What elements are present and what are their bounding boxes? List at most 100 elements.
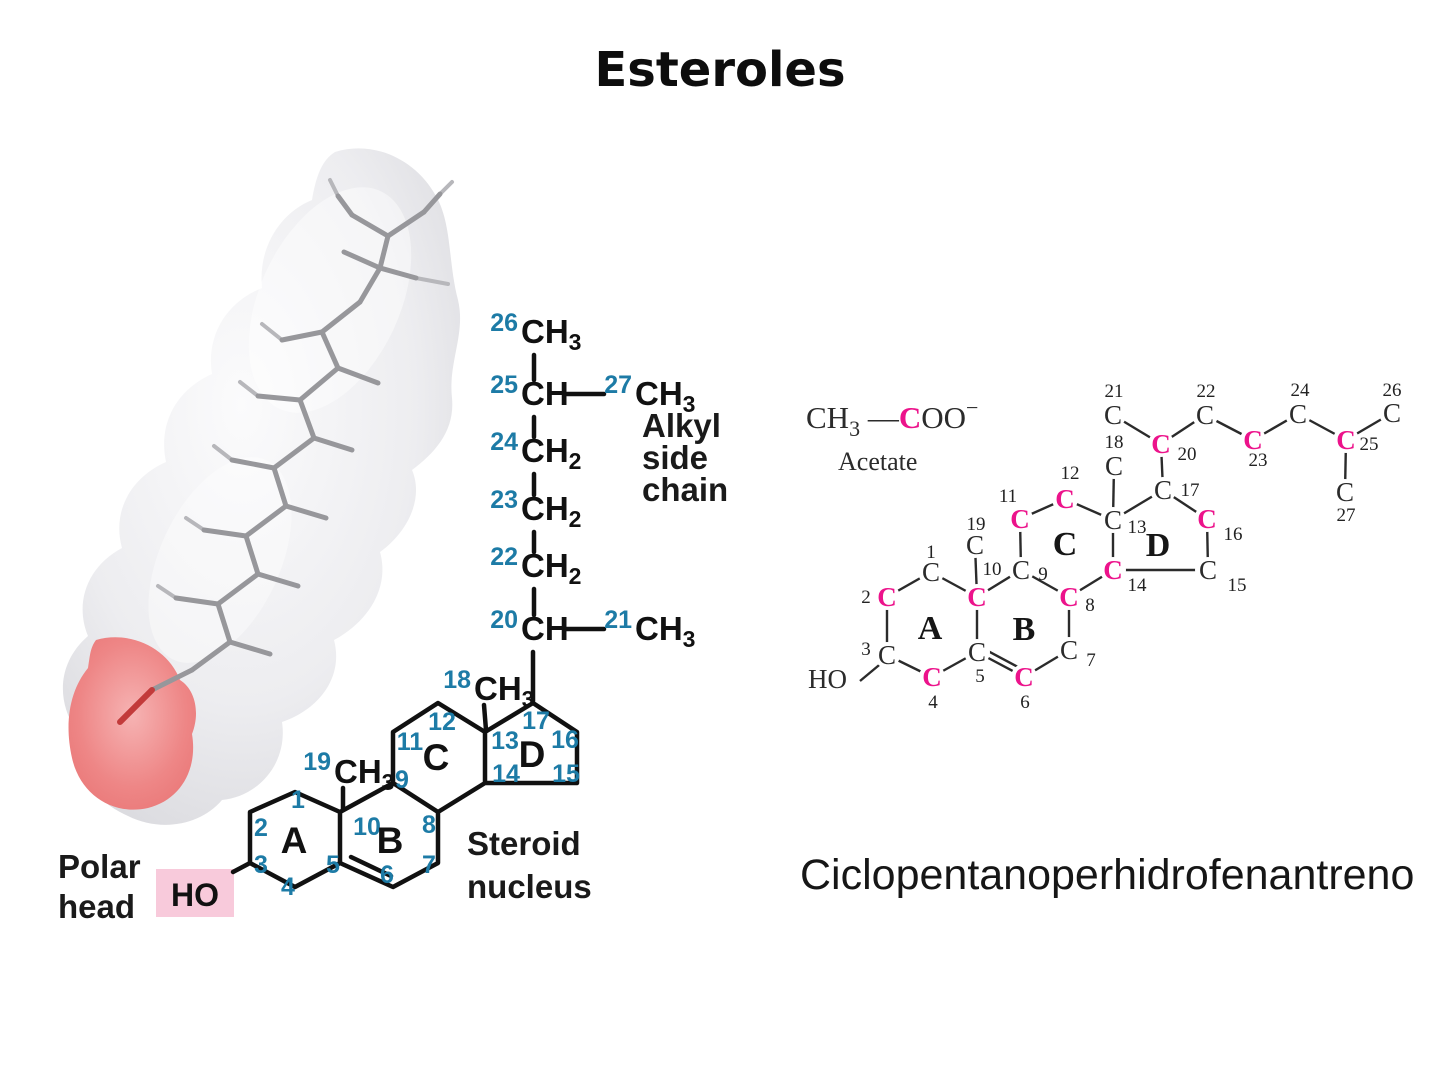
formula-main: CH [334,753,382,790]
atom-mask [1240,427,1266,453]
carbon-label: C [1105,451,1123,481]
carbon-number: 5 [975,666,985,687]
carbon-number: 23 [1249,450,1268,471]
atom-mask [874,642,900,668]
atom-mask [1011,664,1037,690]
ring-position-number: 1 [291,786,305,814]
carbon-number: 13 [1128,517,1147,538]
acetate-formula: CH3 —COO− [806,395,978,441]
double-bond-inner [348,854,394,879]
polar-head-label: Polar [58,848,141,885]
caption: Ciclopentanoperhidrofenantreno [800,851,1415,899]
carbon-number: 25 [490,371,518,399]
carbon-number: 3 [861,639,871,660]
ring-position-number: 7 [422,851,436,879]
formula-subscript: 2 [569,448,582,474]
carbon-number: 19 [967,514,986,535]
formula-main: CH [521,610,569,647]
surface-highlight [148,457,292,663]
carbon-label: C [1104,505,1122,535]
carbon-label: C [1014,662,1034,692]
carbon-number: 24 [490,428,518,456]
hydroxyl-label: HO [171,877,219,913]
carbon-number: 21 [1105,381,1124,402]
slide-title: Esteroles [594,42,846,98]
atom-mask [874,584,900,610]
carbon-number: 4 [928,692,938,713]
polar-head-label: head [58,888,135,925]
hydroxyl-label: HO [808,664,847,694]
ring-position-number: 16 [551,726,579,754]
carbon-number: 14 [1128,575,1148,596]
ring-letter: A [281,820,308,861]
cholesterol-3d-model [62,148,461,825]
carbon-label: C [967,582,987,612]
carbon-label: C [1196,400,1214,430]
ring-position-number: 17 [522,707,550,735]
formula-main: CH [521,432,569,469]
branch-group: CH3 [635,610,695,652]
atom-mask [1100,402,1126,428]
formula-subscript: 3 [522,686,535,712]
polar-head-surface [68,637,196,810]
atom-mask [919,664,945,690]
chain-group: CH2 [521,547,581,589]
carbon-label: C [1012,555,1030,585]
bond-c3-ho [230,860,253,875]
carbon-label: C [1055,484,1075,514]
atom-mask [1100,557,1126,583]
stick-skeleton [117,178,454,725]
ring-position-number: 2 [254,814,268,842]
chain-group: CH2 [521,432,581,474]
carbon-label: C [877,582,897,612]
ring-letter: A [918,610,943,647]
carbon-number: 24 [1291,380,1311,401]
ring-position-number: 15 [552,760,580,788]
ring-position-number: 9 [395,766,409,794]
carbon-label: C [878,640,896,670]
atom-mask [1101,453,1127,479]
ring-letter: D [1146,527,1171,564]
ring-position-number: 3 [254,851,268,879]
alkyl-side-chain-label: chain [642,471,728,508]
atom-mask [1056,637,1082,663]
atom-mask [964,584,990,610]
alkyl-side-chain-label: Alkyl [642,407,721,444]
carbon-number: 2 [861,587,871,608]
formula-subscript: 3 [683,626,696,652]
formula-subscript: 3 [382,769,395,795]
chain-group: CH [521,610,569,647]
ring-position-number: 12 [428,708,456,736]
bond-c13-c18 [481,702,489,733]
carbon-number: 19 [303,748,331,776]
steroid-nucleus-label: Steroid [467,825,581,862]
carbon-label: C [1243,425,1263,455]
branch-group: CH3 [635,375,695,417]
atom-mask [1007,506,1033,532]
atom-mask [918,559,944,585]
carbon-number: 11 [999,486,1017,507]
carbon-number: 6 [1020,692,1030,713]
formula-main: CH [521,490,569,527]
atom-mask [1194,506,1220,532]
carbon-number: 17 [1181,480,1200,501]
ring-letter: C [1053,526,1078,563]
steroid-nucleus-label: nucleus [467,868,592,905]
steroid-rings [247,700,580,890]
carbon-label: C [1197,504,1217,534]
carbon-label: C [1289,399,1307,429]
carbon-label: C [1104,400,1122,430]
atom-mask [1192,402,1218,428]
carbon-number: 18 [443,666,471,694]
ring-position-number: 13 [491,727,519,755]
methyl-19: CH3 [334,753,394,795]
carbon-number: 20 [490,606,518,634]
atom-mask [964,639,990,665]
carbon-number: 21 [604,606,632,634]
carbon-number: 20 [1178,444,1197,465]
atom-mask [1285,401,1311,427]
formula-main: CH [635,610,683,647]
atom-mask [1379,400,1405,426]
